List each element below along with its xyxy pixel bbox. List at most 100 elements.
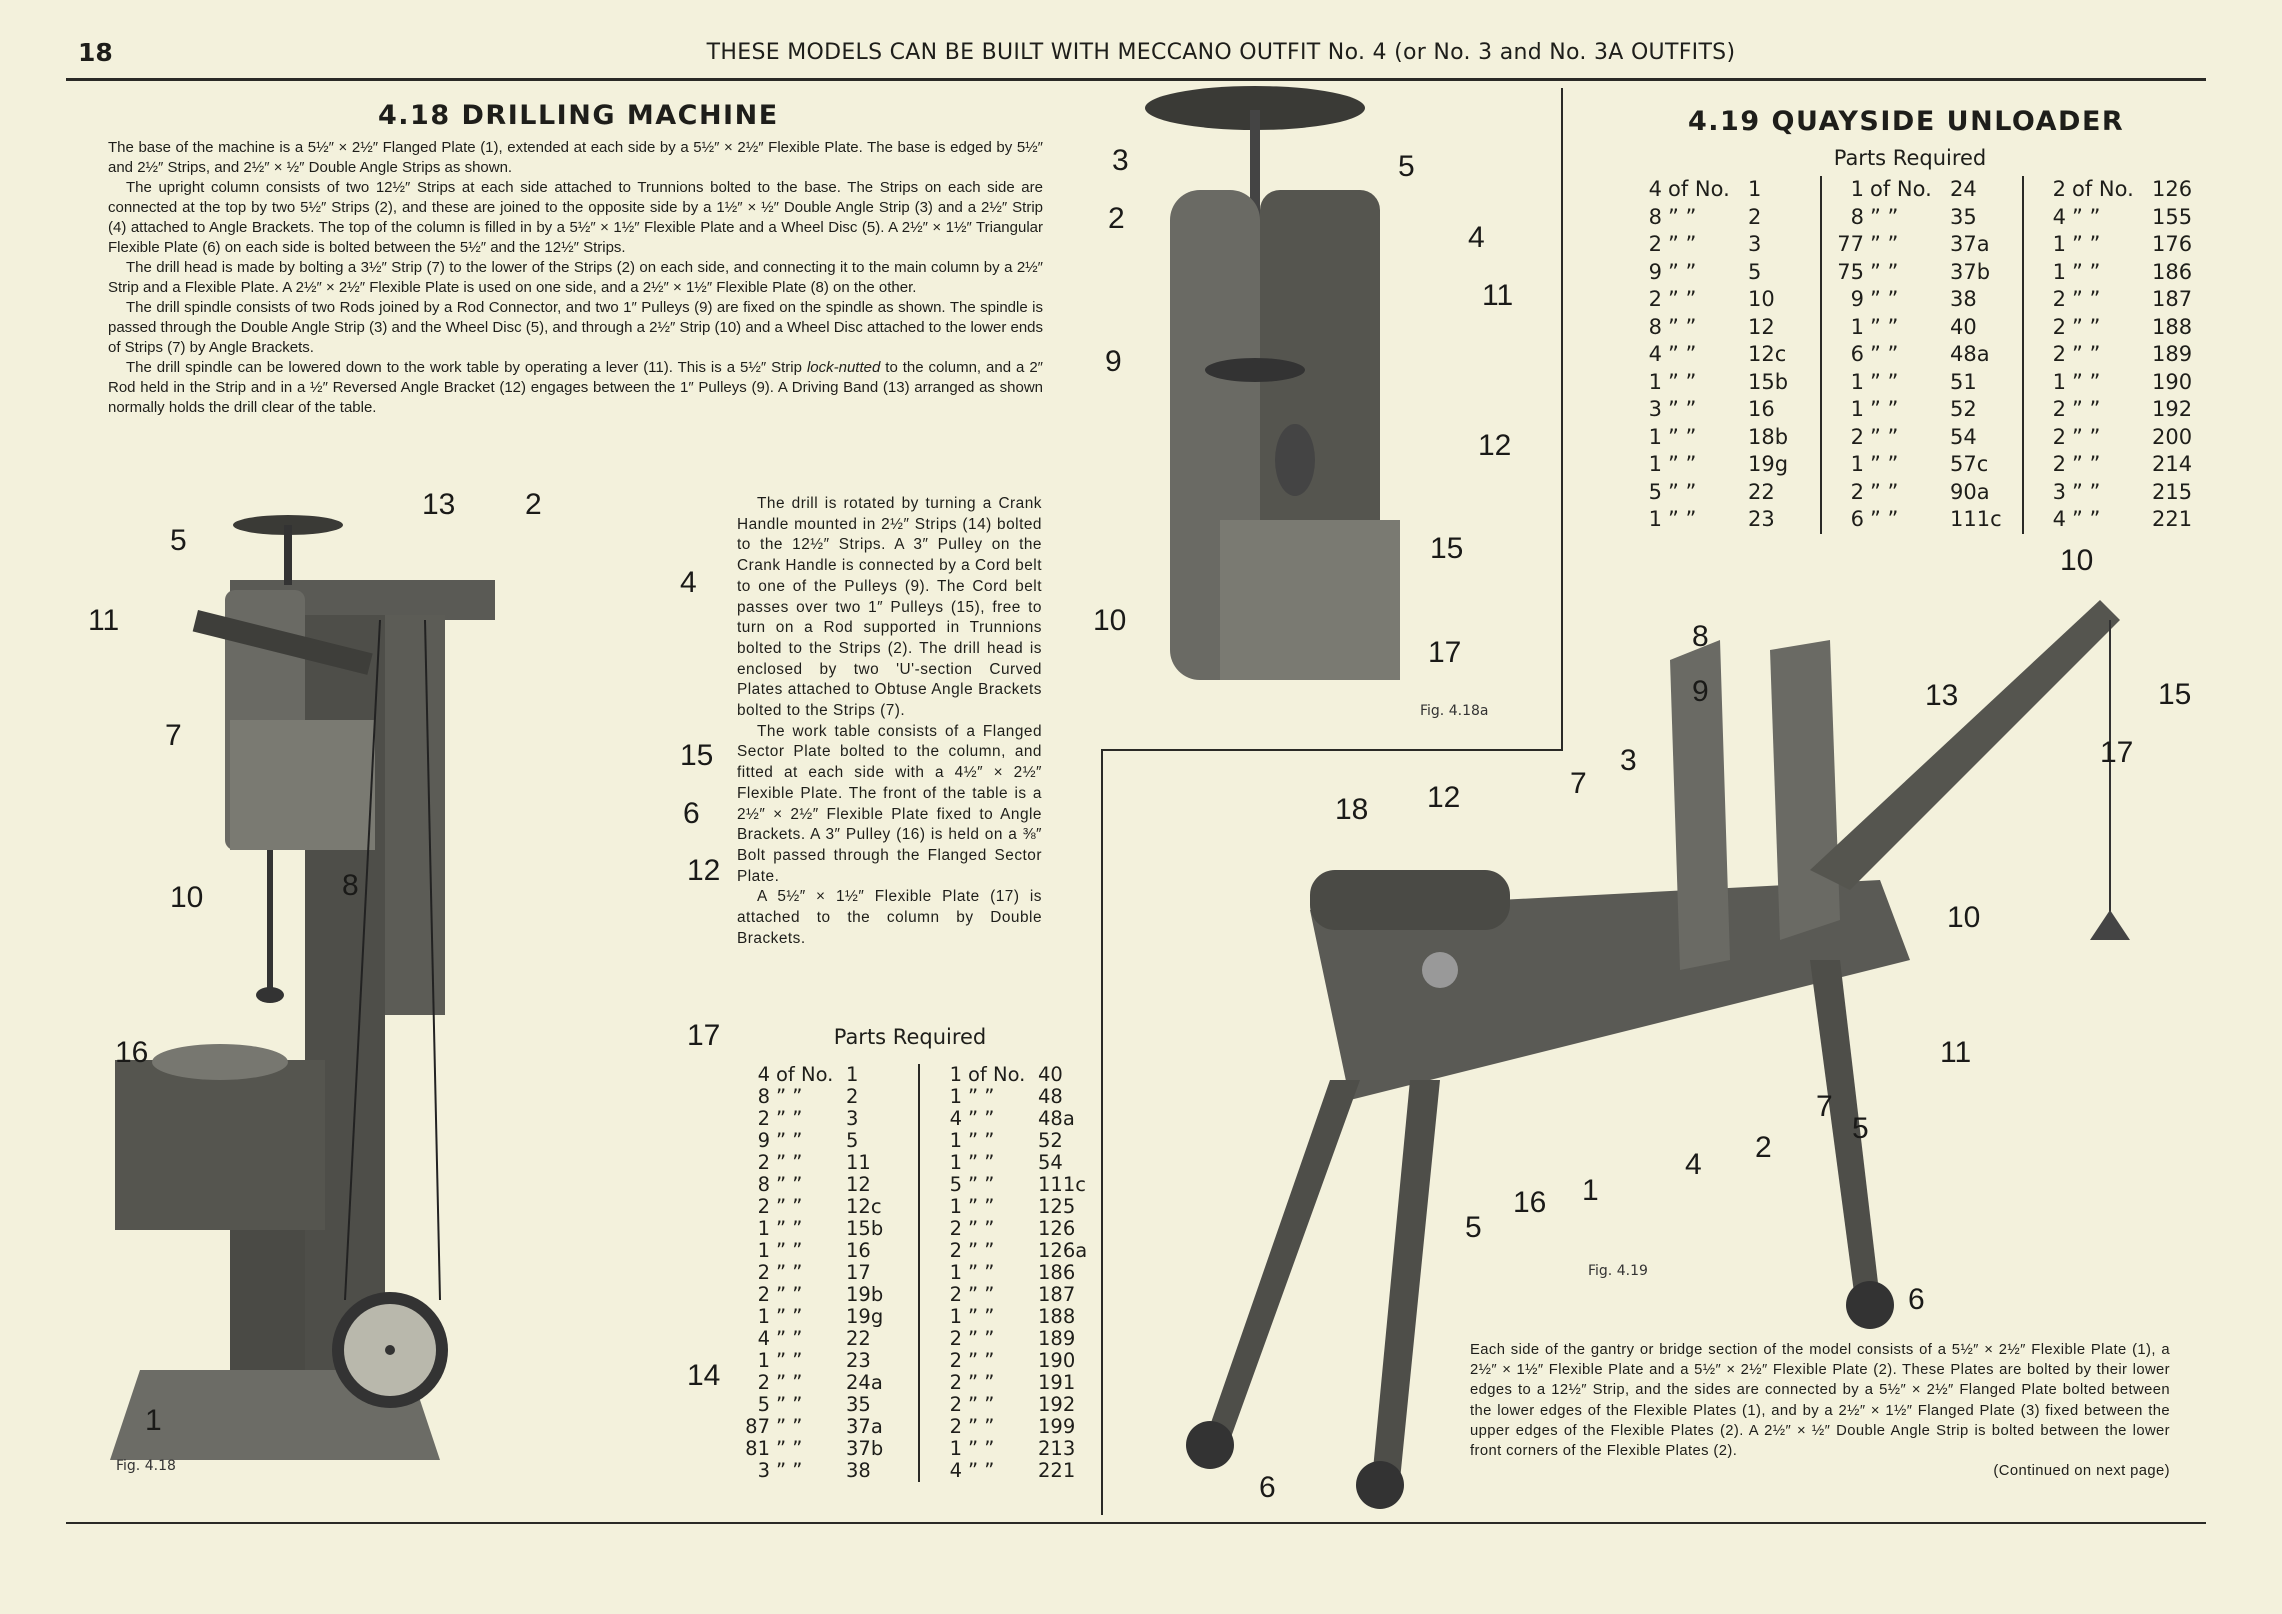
parts-row: 1” ”15b [1630, 369, 1810, 397]
part-number: 190 [1038, 1349, 1076, 1372]
callout-label: 9 [1105, 345, 1122, 378]
part-number: 126a [1038, 1239, 1088, 1262]
divider [1561, 88, 1563, 750]
part-quantity: 1 [949, 1305, 962, 1328]
callout-label: 1 [1582, 1174, 1599, 1207]
part-quantity: 3 [757, 1459, 770, 1482]
parts-row: 2” ”189 [934, 1328, 1096, 1350]
part-label: ” ” [968, 1437, 995, 1460]
figure-caption: Fig. 4.19 [1588, 1263, 1648, 1279]
part-number: 37b [846, 1437, 884, 1460]
parts-row: 2” ”3 [1630, 231, 1810, 259]
part-quantity: 2 [757, 1261, 770, 1284]
part-label: ” ” [2072, 424, 2101, 449]
part-quantity: 1 [949, 1195, 962, 1218]
callout-label: 11 [1940, 1036, 1971, 1069]
parts-row: 1” ”48 [934, 1086, 1096, 1108]
part-label: ” ” [2072, 314, 2101, 339]
parts-row: 3” ”215 [2034, 479, 2214, 507]
callout-label: 2 [1108, 202, 1125, 235]
part-quantity: 2 [949, 1371, 962, 1394]
part-label: ” ” [776, 1459, 803, 1482]
part-label: ” ” [2072, 369, 2101, 394]
callout-label: 7 [1570, 767, 1587, 800]
part-number: 22 [846, 1327, 871, 1350]
part-number: 18b [1748, 424, 1789, 449]
part-number: 16 [1748, 397, 1775, 421]
part-number: 155 [2152, 204, 2193, 229]
handwheel-shaft [284, 525, 292, 585]
part-quantity: 2 [1850, 424, 1864, 449]
part-label: ” ” [1870, 452, 1899, 476]
text: to the column, and a 2″ Rod held in the … [108, 359, 1043, 416]
part-label: ” ” [968, 1415, 995, 1438]
work-table-pulley-16 [152, 1044, 288, 1080]
part-label: ” ” [1668, 369, 1697, 394]
part-quantity: 5 [757, 1393, 770, 1416]
part-quantity: 1 [949, 1085, 962, 1108]
part-label: ” ” [1870, 397, 1899, 421]
part-label: ” ” [2072, 259, 2101, 284]
part-number: 23 [846, 1349, 871, 1372]
parts-row: 4” ”221 [934, 1460, 1096, 1482]
paragraph: The base of the machine is a 5½″ × 2½″ F… [108, 139, 1043, 176]
part-number: 214 [2152, 452, 2193, 476]
callout-label: 7 [1816, 1090, 1833, 1123]
part-number: 186 [2152, 259, 2193, 284]
quayside-unloader-title: 4.19 QUAYSIDE UNLOADER [1688, 106, 2125, 137]
callout-label: 13 [422, 488, 455, 521]
part-quantity: 2 [949, 1283, 962, 1306]
part-quantity: 8 [757, 1173, 770, 1196]
parts-row: 1” ”23 [1630, 506, 1810, 534]
parts-row: 75” ”37b [1832, 259, 2012, 287]
part-quantity: 1 [949, 1129, 962, 1152]
part-quantity: 9 [757, 1129, 770, 1152]
flexible-plate-8 [230, 720, 375, 850]
part-label: ” ” [2072, 342, 2101, 366]
part-number: 221 [2152, 507, 2193, 531]
parts-row: 2” ”190 [934, 1350, 1096, 1372]
part-number: 187 [1038, 1283, 1076, 1306]
part-number: 3 [1748, 232, 1762, 256]
part-number: 187 [2152, 287, 2193, 311]
part-quantity: 1 [1648, 369, 1662, 394]
part-number: 188 [2152, 314, 2193, 339]
parts-row: 2” ”191 [934, 1372, 1096, 1394]
parts-row: 2” ”200 [2034, 424, 2214, 452]
part-quantity: 4 [757, 1327, 770, 1350]
part-label: of No. [1870, 177, 1932, 201]
page-number: 18 [78, 38, 113, 67]
figure-quayside-unloader: 10 8 9 13 15 17 3 18 12 7 10 11 7 5 2 4 … [1186, 544, 2191, 1509]
part-quantity: 5 [949, 1173, 962, 1196]
part-number: 126 [2152, 177, 2193, 201]
parts-row: 1” ”18b [1630, 424, 1810, 452]
part-number: 192 [1038, 1393, 1076, 1416]
part-quantity: 2 [2052, 287, 2066, 311]
parts-row: 2” ”126a [934, 1240, 1096, 1262]
part-label: ” ” [968, 1129, 995, 1152]
part-label: ” ” [968, 1305, 995, 1328]
part-quantity: 1 [949, 1261, 962, 1284]
parts-row: 5” ”111c [934, 1174, 1096, 1196]
part-number: 189 [1038, 1327, 1076, 1350]
part-number: 5 [1748, 259, 1762, 284]
part-quantity: 8 [1648, 314, 1662, 339]
parts-row: 2” ”187 [2034, 286, 2214, 314]
part-number: 221 [1038, 1459, 1076, 1482]
part-quantity: 1 [757, 1349, 770, 1372]
parts-row: 2” ”214 [2034, 451, 2214, 479]
drilling-machine-drawing [110, 515, 495, 1460]
part-label: ” ” [776, 1393, 803, 1416]
parts-row: 2” ”12c [742, 1196, 904, 1218]
callout-label: 10 [1093, 604, 1126, 637]
part-label: ” ” [2072, 507, 2101, 531]
part-label: ” ” [1668, 342, 1697, 366]
part-quantity: 8 [1648, 204, 1662, 229]
paragraph: The drill is rotated by turning a Crank … [737, 495, 1042, 720]
part-number: 23 [1748, 507, 1775, 531]
